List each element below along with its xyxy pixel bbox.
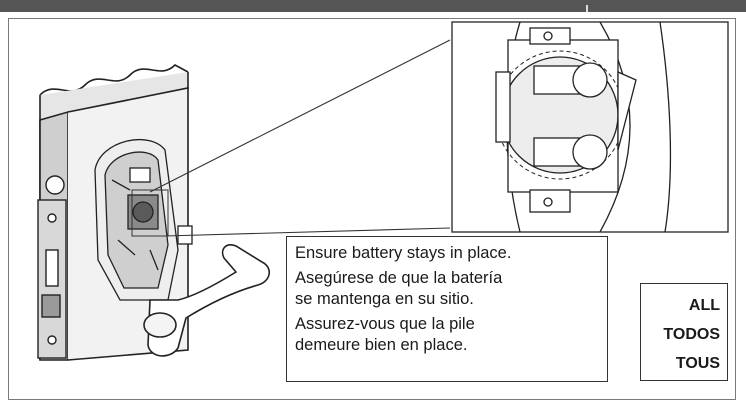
instruction-caption: Ensure battery stays in place. Asegúrese… [286,236,608,382]
zoom-detail-box [451,21,729,233]
holder-screw-bottom [543,197,553,207]
zoom-lines [149,39,451,237]
door-cross-bore [45,175,65,195]
contact-lower-dimple [572,134,608,170]
caption-es-line1: Asegúrese de que la batería [295,269,503,287]
latch-bolt [45,249,59,287]
contact-lower [533,137,581,167]
circuit-wires [111,179,159,271]
header-bar [0,0,746,12]
lever-rose [143,312,177,338]
applicability-en: ALL [688,297,720,314]
holder-screw-top [543,31,553,41]
caption-es-line2: se mantenga en su sitio. [295,290,474,308]
header-bar-tick [586,5,588,12]
contact-upper-dimple [572,62,608,98]
zoom-source-box [131,189,169,237]
side-clip-left [495,71,511,143]
applicability-fr: TOUS [675,355,720,372]
housing-right-edge [659,22,672,232]
keypad-connector [129,167,151,183]
faceplate-screw-top [47,213,57,223]
lock-interior [94,138,193,301]
caption-en: Ensure battery stays in place. [295,244,512,262]
applicability-es: TODOS [663,326,720,343]
side-clip-right [617,70,637,151]
door-wavy-top [39,64,189,96]
latch-deadlatch [41,294,61,318]
lever-handle [143,244,270,357]
caption-fr-line2: demeure bien en place. [295,336,468,354]
battery-small [132,201,154,223]
caption-fr-line1: Assurez-vous que la pile [295,315,475,333]
latch-faceplate [37,199,67,359]
applicability-box: ALL TODOS TOUS [640,283,728,381]
faceplate-screw-bottom [47,335,57,345]
